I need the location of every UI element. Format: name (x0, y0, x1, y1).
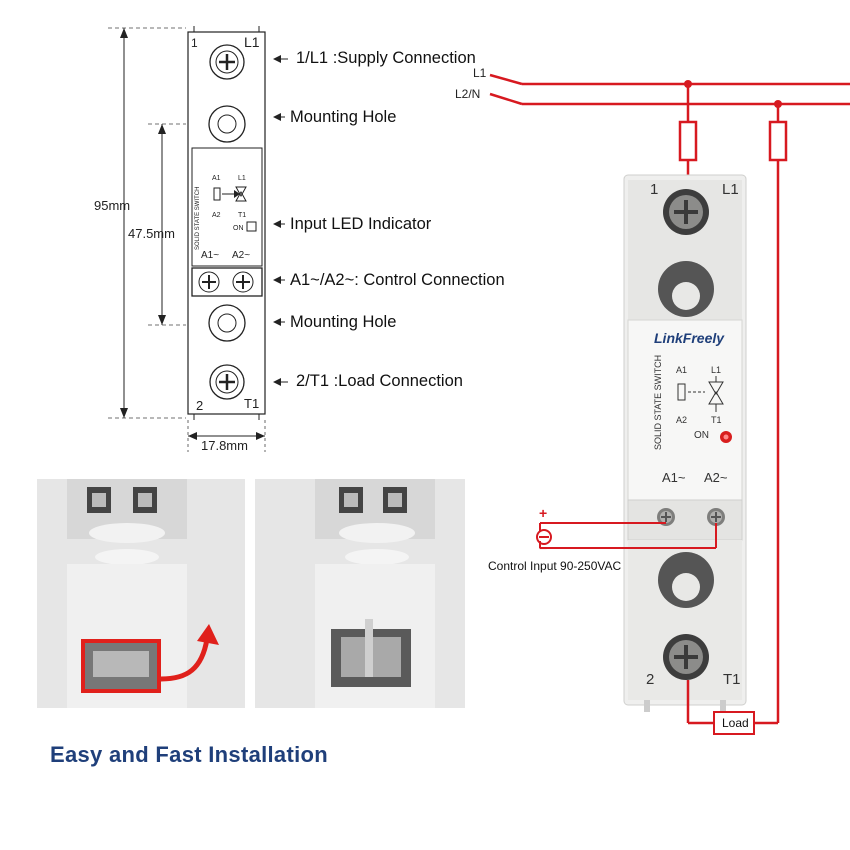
wire-l1-switch (489, 73, 523, 86)
fuse-l1 (678, 120, 698, 162)
load-box (713, 711, 755, 735)
svg-text:A2~: A2~ (232, 250, 250, 261)
large-bottom-right-label: T1 (723, 671, 741, 688)
dimension-47mm: 47.5mm (128, 226, 175, 241)
vertical-label-small: SOLID STATE SWITCH (195, 187, 201, 250)
small-bottom-left-label: 2 (196, 398, 204, 413)
svg-text:A1: A1 (212, 175, 221, 182)
mounting-hole-top (208, 105, 246, 143)
label-l1: L1 (473, 66, 487, 80)
photo-installation-left (37, 479, 245, 708)
mounting-hole-bottom (208, 304, 246, 342)
callout-control: A1~/A2~: Control Connection (290, 271, 505, 289)
vertical-label-large: SOLID STATE SWITCH (653, 355, 663, 450)
arrow-up-95 (120, 28, 128, 38)
svg-text:ON: ON (233, 225, 244, 232)
led-square-small (246, 221, 257, 232)
large-top-left-label: 1 (650, 181, 659, 198)
svg-text:A1~: A1~ (201, 250, 219, 261)
red-arrow (197, 624, 219, 645)
wiring-diagram: SOLID STATE SWITCH A1 A2 L1 T1 (489, 73, 850, 735)
arrow-down-47 (158, 315, 166, 325)
dimension-width: 17.8mm (201, 438, 248, 453)
photo-installation-right (255, 479, 465, 708)
callout-led: Input LED Indicator (290, 215, 432, 233)
svg-text:T1: T1 (711, 415, 722, 425)
plus-sign: + (539, 505, 548, 521)
small-top-right-label: L1 (244, 34, 260, 50)
minus-sign: − (539, 540, 548, 556)
relay-control-block (627, 499, 743, 541)
label-panel (191, 147, 263, 267)
arrow-up-47 (158, 124, 166, 134)
arrow-down-95 (120, 408, 128, 418)
callout-load: 2/T1 :Load Connection (296, 372, 463, 390)
brand-logo: LinkFreely (654, 330, 725, 346)
dimension-95mm: 95mm (94, 198, 131, 213)
callout-mounting-bottom: Mounting Hole (290, 313, 397, 331)
load-label: Load (722, 716, 749, 730)
svg-text:A2: A2 (676, 415, 687, 425)
svg-text:A2: A2 (212, 212, 221, 219)
callout-supply: 1/L1 :Supply Connection (296, 49, 476, 67)
svg-text:A1: A1 (676, 365, 687, 375)
fuse-l2 (768, 120, 788, 162)
installation-title: Easy and Fast Installation (50, 742, 328, 767)
small-top-left-label: 1 (191, 36, 198, 50)
relay-label-panel (627, 319, 743, 501)
highlight-box (81, 639, 161, 693)
large-a2-term: A2~ (704, 470, 728, 485)
callout-arrows (273, 55, 288, 386)
large-a1-term: A1~ (662, 470, 686, 485)
small-bottom-right-label: T1 (244, 396, 260, 411)
dimension-drawing: SOLID STATE SWITCH A1 A2 L1 T1 ON A1~ A2… (108, 26, 288, 452)
label-l2n: L2/N (455, 87, 481, 101)
large-top-right-label: L1 (722, 181, 739, 198)
wire-l2-switch (489, 92, 523, 106)
svg-text:T1: T1 (238, 212, 246, 219)
control-input-label: Control Input 90-250VAC (488, 559, 622, 573)
large-bottom-left-label: 2 (646, 671, 655, 688)
led-on-label: ON (694, 430, 709, 441)
svg-text:L1: L1 (711, 365, 721, 375)
callout-mounting-top: Mounting Hole (290, 108, 397, 126)
svg-text:L1: L1 (238, 175, 246, 182)
